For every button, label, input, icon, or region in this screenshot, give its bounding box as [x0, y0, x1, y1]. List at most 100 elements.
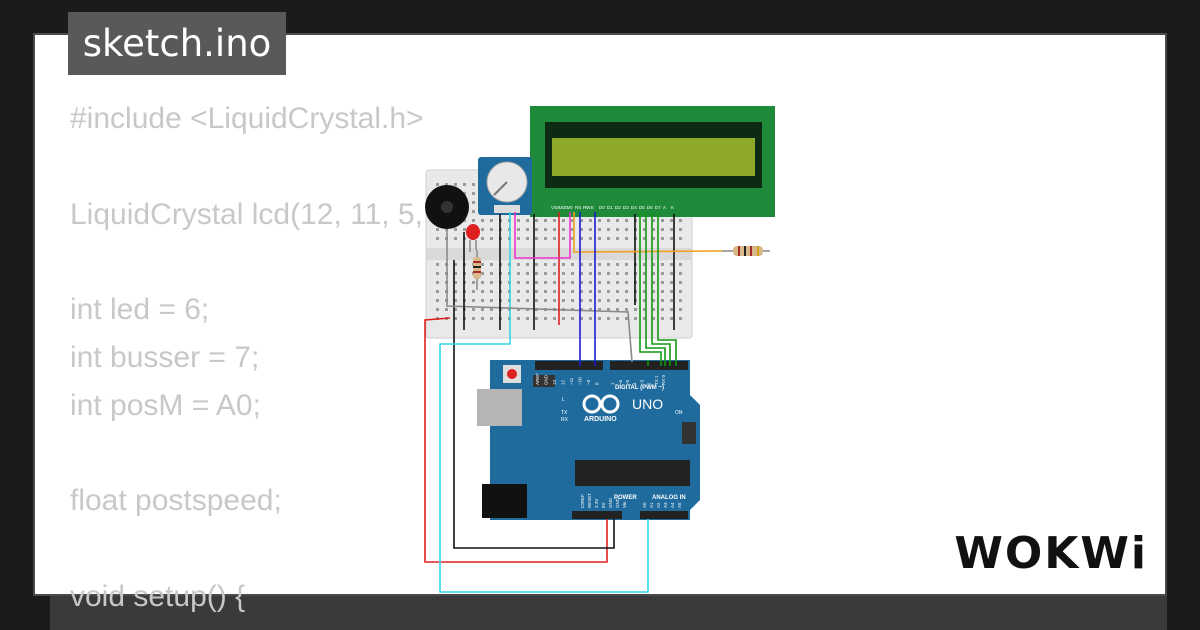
breadboard-hole — [670, 272, 673, 275]
board-pin-label: ~3 — [639, 379, 644, 385]
breadboard-hole — [553, 237, 556, 240]
code-line: int posM = A0; — [70, 388, 261, 422]
breadboard-hole — [517, 219, 520, 222]
breadboard-hole — [670, 308, 673, 311]
breadboard-hole — [598, 219, 601, 222]
breadboard-hole — [481, 299, 484, 302]
breadboard-hole — [490, 281, 493, 284]
breadboard-hole — [643, 272, 646, 275]
breadboard-hole — [625, 219, 628, 222]
breadboard-hole — [589, 299, 592, 302]
board-pin-label: ~5 — [625, 379, 630, 385]
breadboard-hole — [571, 281, 574, 284]
code-line: float postspeed; — [70, 484, 282, 518]
lcd-pin-label: D2 — [615, 205, 621, 210]
lcd-pin-label: V0 — [567, 205, 573, 210]
board-name: UNO — [632, 396, 663, 412]
breadboard-hole — [679, 290, 682, 293]
breadboard-hole — [472, 281, 475, 284]
power-jack — [482, 484, 527, 518]
breadboard-hole — [517, 317, 520, 320]
breadboard-hole — [580, 228, 583, 231]
analog-label: ANALOG IN — [652, 495, 686, 501]
breadboard-hole — [436, 290, 439, 293]
lcd-pin-label: D0 — [599, 205, 605, 210]
breadboard-hole — [562, 228, 565, 231]
breadboard-hole — [670, 237, 673, 240]
breadboard-hole — [490, 219, 493, 222]
board-pin-label: 13 — [552, 379, 557, 385]
breadboard-hole — [607, 299, 610, 302]
breadboard-hole — [454, 263, 457, 266]
breadboard-hole — [652, 272, 655, 275]
breadboard-hole — [598, 299, 601, 302]
breadboard-hole — [652, 290, 655, 293]
breadboard-hole — [481, 237, 484, 240]
breadboard-hole — [526, 237, 529, 240]
resistor-lcd — [722, 246, 770, 256]
breadboard-hole — [544, 237, 547, 240]
breadboard-hole — [436, 263, 439, 266]
lcd-screen — [552, 138, 755, 176]
breadboard-hole — [553, 263, 556, 266]
board-pin-label: ~11 — [569, 377, 574, 385]
breadboard-hole — [553, 219, 556, 222]
breadboard-hole — [643, 308, 646, 311]
board-pin-label: GND — [544, 374, 549, 385]
breadboard-hole — [580, 237, 583, 240]
breadboard-hole — [535, 263, 538, 266]
buzzer[interactable] — [425, 185, 469, 229]
breadboard-hole — [517, 308, 520, 311]
potentiometer[interactable] — [478, 157, 532, 215]
breadboard-hole — [535, 290, 538, 293]
breadboard-hole — [517, 263, 520, 266]
led-red[interactable] — [466, 224, 480, 252]
wire-green-d5 — [645, 212, 666, 366]
breadboard-hole — [436, 299, 439, 302]
arduino-uno-board[interactable]: UNO ARDUINO DIGITAL (PWM ~) POWER ANALOG… — [477, 360, 700, 520]
power-header-strip — [572, 511, 622, 519]
breadboard-hole — [598, 237, 601, 240]
breadboard-hole — [481, 228, 484, 231]
breadboard-hole — [553, 299, 556, 302]
file-tab-sketch[interactable]: sketch.ino — [68, 12, 286, 75]
code-editor[interactable]: #include <LiquidCrystal.h>LiquidCrystal … — [70, 95, 533, 621]
board-pin-label: RX 0 — [661, 374, 666, 385]
breadboard-hole — [670, 263, 673, 266]
wires — [424, 212, 723, 593]
board-pin-label: 3.3V — [594, 499, 599, 508]
board-pin-label: GND — [615, 497, 620, 508]
wokwi-logo: WOKWi — [954, 528, 1148, 579]
breadboard-hole — [553, 290, 556, 293]
breadboard-hole — [526, 308, 529, 311]
breadboard-hole — [517, 272, 520, 275]
breadboard-hole — [625, 272, 628, 275]
breadboard-hole — [679, 317, 682, 320]
breadboard-hole — [634, 308, 637, 311]
breadboard-hole — [607, 219, 610, 222]
breadboard-hole — [526, 299, 529, 302]
breadboard-hole — [517, 299, 520, 302]
breadboard-hole — [661, 228, 664, 231]
breadboard-hole — [607, 263, 610, 266]
breadboard-hole — [472, 201, 475, 204]
board-pin-label: A3 — [663, 502, 668, 508]
code-line: int led = 6; — [70, 293, 210, 327]
breadboard-hole — [670, 228, 673, 231]
breadboard-hole — [652, 317, 655, 320]
wire-orange-backlight — [573, 212, 723, 253]
breadboard-hole — [445, 308, 448, 311]
breadboard-hole — [490, 299, 493, 302]
lcd-pin-label: D1 — [607, 205, 613, 210]
breadboard-hole — [607, 281, 610, 284]
breadboard-hole — [616, 237, 619, 240]
breadboard-hole — [517, 237, 520, 240]
breadboard-hole — [589, 272, 592, 275]
breadboard-hole — [544, 290, 547, 293]
breadboard-hole — [598, 281, 601, 284]
breadboard-hole — [652, 299, 655, 302]
board-pin-label: AREF — [535, 373, 540, 385]
breadboard-hole — [490, 290, 493, 293]
breadboard-hole — [535, 281, 538, 284]
